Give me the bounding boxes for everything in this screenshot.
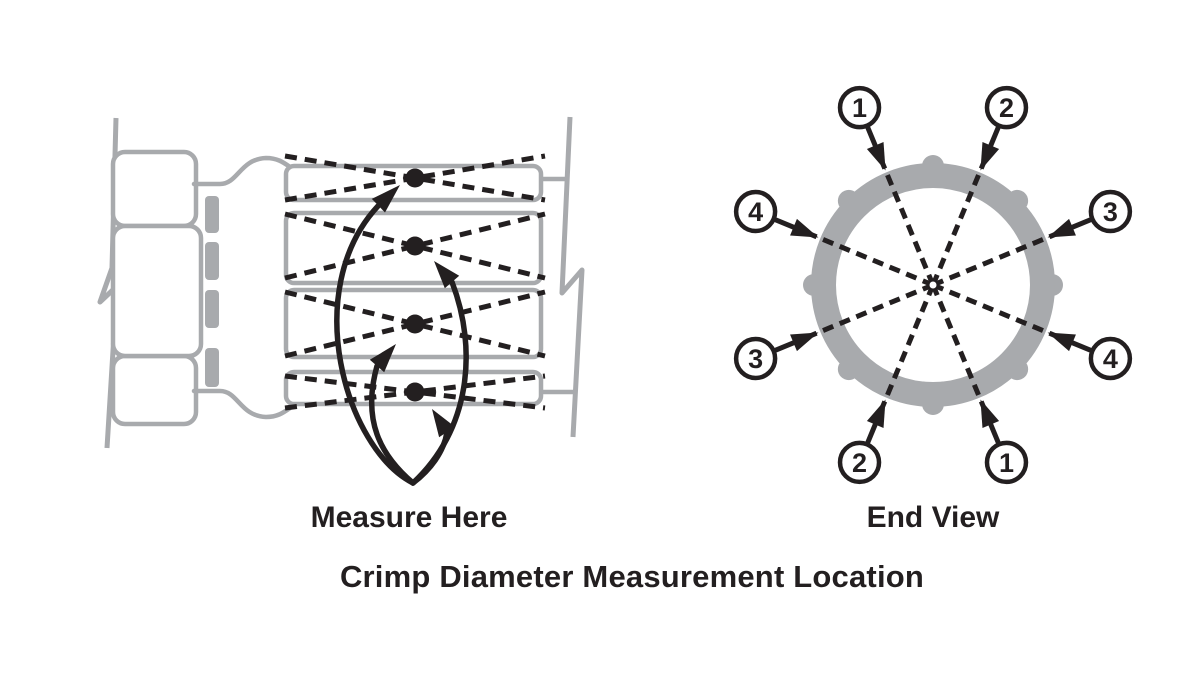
callout-arrowhead [1047,332,1076,352]
measure-arrows [334,185,469,486]
callout-circle [733,189,778,234]
measurement-diameter-line [878,284,936,412]
measurement-diameter-line [932,282,1060,340]
cross-line [284,211,546,281]
measurement-diameter-line [930,158,988,286]
cross-line [284,289,546,359]
measure-arrow-curve [410,429,450,486]
knurl-dash [205,348,219,387]
callout-circle [984,85,1029,130]
callout-circle [837,440,882,485]
measure-point-dot [405,168,425,188]
measure-point-dot [405,314,425,334]
callout-number: 4 [1103,344,1118,374]
arrowhead [434,261,460,289]
crimp-shell [191,155,293,420]
measurement-diameter-line [932,230,1060,288]
measurement-diameter-lines [806,158,1060,412]
callout-arrow-shaft [1068,339,1093,354]
hex-nut [110,149,204,427]
figure-title: Crimp Diameter Measurement Location [339,559,925,594]
callout-arrow-shaft [987,420,1002,445]
callout-number: 1 [999,448,1014,478]
nut-flat [110,353,199,427]
knurl-dash [205,242,219,280]
arrowhead [371,185,400,213]
callout-labels: 1 2 3 4 3 2 1 4 [733,85,1133,485]
measurement-diameter-line [806,230,934,288]
knurl-dash [205,196,219,233]
callout-number: 2 [999,93,1014,123]
measure-arrow-curve [368,363,416,486]
callout-number: 1 [852,93,867,123]
measurement-diameter-line [878,158,936,286]
callout-circle [733,336,778,381]
nut-flat [110,149,199,229]
crimp-bands [283,163,544,407]
measurement-diameter-line [930,284,988,412]
callout-number: 3 [1103,197,1118,227]
callout-circle [837,85,882,130]
callout-number: 2 [852,448,867,478]
knurl-dashes [205,196,219,387]
callout-arrowhead [1047,218,1076,238]
callout-arrow-shaft [864,125,879,150]
measure-point-dots [405,168,425,402]
callout-circle [1088,189,1133,234]
callout-arrow-shaft [773,339,798,354]
arrowhead [432,409,455,438]
callout-arrowhead [790,218,819,238]
callout-arrow-shaft [773,216,798,231]
callout-arrowhead [980,142,1000,171]
cross-line [284,211,546,281]
arrowhead [369,344,396,373]
cross-line [284,289,546,359]
measure-arrow-curve [334,203,416,486]
nut-flat [110,223,204,359]
shell-top-profile [191,155,293,187]
end-view-caption: End View [866,501,1000,534]
crimp-ring [811,163,1055,407]
measure-point-dot [405,236,425,256]
ring-center-point [929,281,937,289]
callout-number: 3 [748,344,763,374]
measure-point-dot [405,382,425,402]
hose-end [541,176,575,395]
knurl-dash [205,290,219,328]
side-view-caption: Measure Here [310,501,508,534]
callout-circle [1088,336,1133,381]
callout-arrow-shaft [1068,216,1093,231]
break-line-right [559,116,585,438]
callout-arrowhead [866,399,886,428]
end-view: 1 2 3 4 3 2 1 4 [733,85,1133,485]
callout-number: 4 [748,197,763,227]
callout-arrow-shaft [987,125,1002,150]
callout-arrowhead [980,399,1000,428]
callout-arrowhead [866,142,886,171]
callout-arrowhead [790,332,819,352]
side-view [97,116,585,486]
measurement-diameter-line [806,282,934,340]
callout-arrow-shaft [864,420,879,445]
callout-circle [984,440,1029,485]
shell-bottom-profile [191,388,293,420]
callout-arrows [773,125,1093,445]
